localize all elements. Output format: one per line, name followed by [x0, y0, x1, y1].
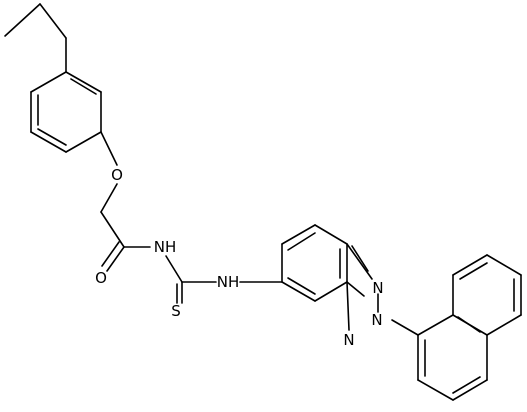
benzene-ring-isopropylphenyl — [30, 71, 102, 153]
atom-label-ether-oxygen: O — [111, 166, 123, 184]
atom-label-carbonyl-oxygen: O — [95, 269, 107, 287]
triazole-ring — [346, 243, 379, 331]
thiourea-core — [165, 255, 217, 304]
atom-label-triazole-n-bottom: N — [343, 331, 354, 349]
atom-label-thione-sulfur: S — [171, 302, 181, 320]
atom-labels: O O NH NH S N N N — [95, 166, 384, 349]
atom-label-amide-nh: NH — [154, 238, 177, 256]
atom-label-triazole-n-top: N — [372, 279, 383, 297]
naphthyl-group — [391, 254, 522, 401]
benzotriazole-benzo-ring — [239, 224, 348, 302]
atom-label-triazole-n-mid: N — [371, 311, 382, 329]
oxyacetyl-linker — [100, 131, 151, 272]
isopropyl-group — [4, 3, 67, 73]
atom-label-aryl-nh: NH — [217, 273, 240, 291]
